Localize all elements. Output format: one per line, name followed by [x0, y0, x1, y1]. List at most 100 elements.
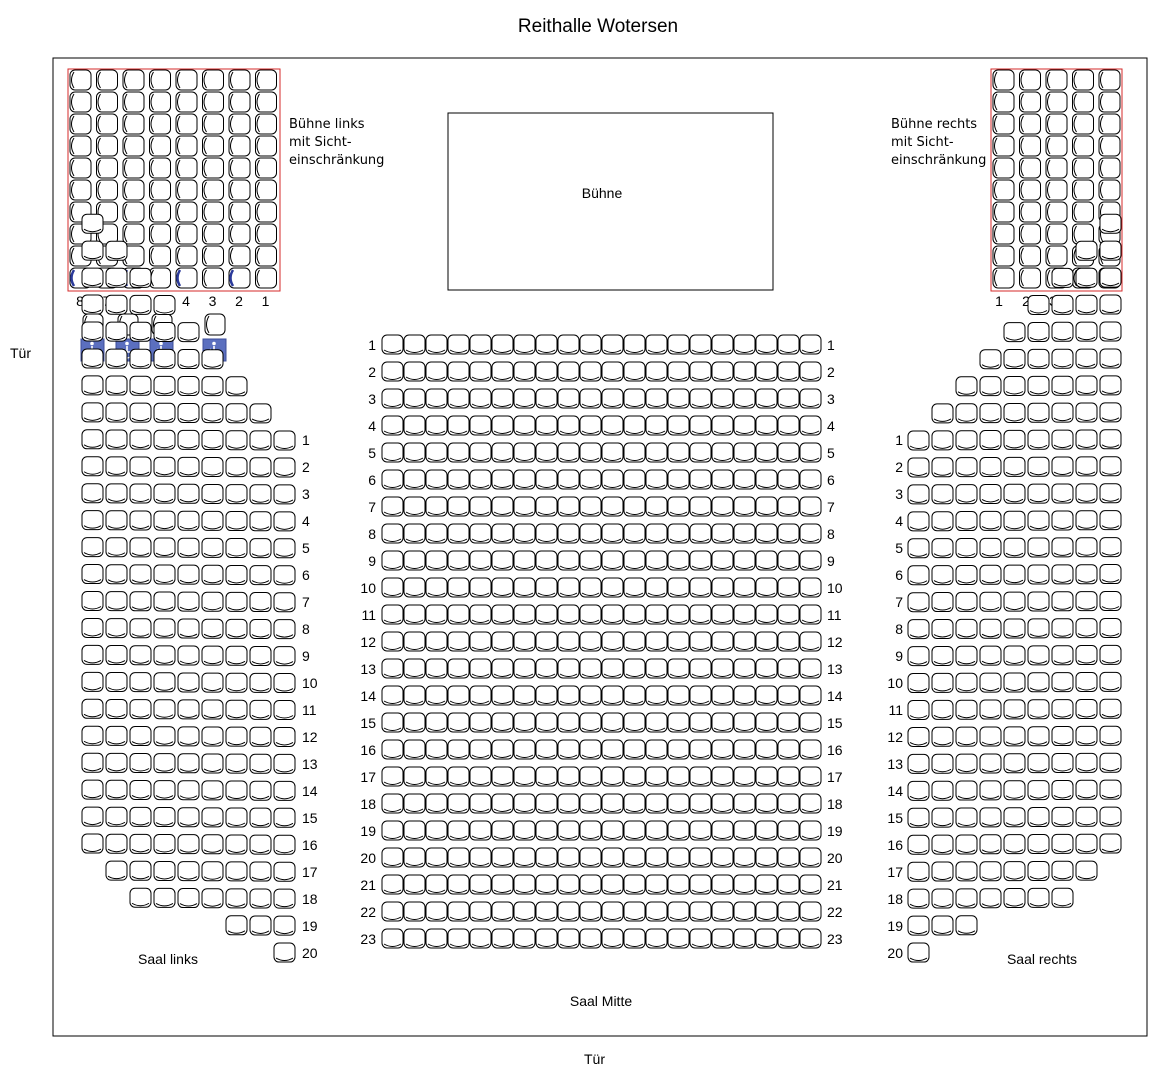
saal-links-seat[interactable] — [177, 429, 200, 450]
saal-links-seat[interactable] — [105, 725, 128, 746]
saal-mitte-seat[interactable] — [755, 469, 778, 490]
saal-rechts-seat[interactable] — [1003, 807, 1026, 828]
saal-links-seat[interactable] — [81, 698, 104, 719]
saal-mitte-seat[interactable] — [777, 415, 800, 436]
saal-mitte-seat[interactable] — [513, 388, 536, 409]
saal-rechts-seat[interactable] — [1099, 240, 1122, 261]
saal-rechts-seat[interactable] — [1051, 726, 1074, 747]
saal-rechts-seat[interactable] — [1099, 294, 1122, 315]
saal-links-seat[interactable] — [129, 429, 152, 450]
saal-rechts-seat[interactable] — [955, 672, 978, 693]
saal-rechts-seat[interactable] — [955, 915, 978, 936]
saal-links-seat[interactable] — [225, 538, 248, 558]
buehne-rechts-seat[interactable] — [1019, 69, 1041, 91]
saal-mitte-seat[interactable] — [667, 361, 690, 382]
saal-links-seat[interactable] — [129, 564, 152, 585]
saal-mitte-seat[interactable] — [623, 550, 646, 571]
saal-mitte-seat[interactable] — [381, 874, 404, 895]
saal-mitte-seat[interactable] — [645, 928, 668, 949]
saal-mitte-seat[interactable] — [491, 334, 514, 355]
saal-mitte-seat[interactable] — [491, 496, 514, 517]
saal-mitte-seat[interactable] — [601, 739, 624, 760]
buehne-links-seat[interactable] — [175, 223, 198, 245]
saal-links-seat[interactable] — [201, 564, 224, 585]
saal-rechts-seat[interactable] — [931, 888, 954, 909]
saal-mitte-seat[interactable] — [403, 658, 426, 679]
saal-rechts-seat[interactable] — [1075, 402, 1098, 423]
saal-links-seat[interactable] — [105, 779, 128, 800]
saal-mitte-seat[interactable] — [491, 847, 514, 868]
saal-mitte-seat[interactable] — [381, 928, 404, 949]
saal-links-seat[interactable] — [249, 430, 272, 451]
buehne-rechts-seat[interactable] — [1045, 201, 1068, 223]
saal-mitte-seat[interactable] — [557, 685, 580, 706]
buehne-rechts-seat[interactable] — [1098, 157, 1121, 179]
saal-mitte-seat[interactable] — [447, 523, 470, 544]
saal-mitte-seat[interactable] — [777, 442, 800, 463]
saal-links-seat[interactable] — [81, 321, 104, 342]
saal-mitte-seat[interactable] — [623, 874, 646, 895]
buehne-links-seat[interactable] — [69, 91, 92, 113]
buehne-links-seat[interactable] — [149, 201, 171, 223]
saal-links-seat[interactable] — [153, 564, 176, 585]
saal-links-seat[interactable] — [105, 591, 128, 612]
saal-links-seat[interactable] — [81, 510, 104, 531]
saal-mitte-seat[interactable] — [733, 874, 756, 895]
saal-rechts-seat[interactable] — [1099, 591, 1122, 611]
saal-mitte-seat[interactable] — [777, 496, 800, 517]
saal-rechts-seat[interactable] — [1051, 375, 1074, 396]
saal-mitte-seat[interactable] — [535, 496, 558, 517]
saal-mitte-seat[interactable] — [469, 550, 492, 571]
saal-links-seat[interactable] — [105, 698, 128, 719]
saal-mitte-seat[interactable] — [447, 685, 470, 706]
buehne-links-seat[interactable] — [96, 113, 118, 135]
saal-links-seat[interactable] — [105, 645, 128, 666]
saal-mitte-seat[interactable] — [755, 415, 778, 436]
saal-rechts-seat[interactable] — [907, 565, 930, 586]
saal-mitte-seat[interactable] — [447, 604, 470, 625]
buehne-links-seat[interactable] — [149, 223, 171, 245]
saal-mitte-seat[interactable] — [491, 631, 514, 652]
saal-mitte-seat[interactable] — [469, 685, 492, 706]
saal-links-seat[interactable] — [153, 321, 176, 342]
saal-rechts-seat[interactable] — [1051, 887, 1074, 908]
buehne-links-seat[interactable] — [202, 69, 224, 91]
saal-rechts-seat[interactable] — [1075, 645, 1098, 666]
saal-mitte-seat[interactable] — [623, 523, 646, 544]
saal-rechts-seat[interactable] — [979, 403, 1002, 424]
saal-rechts-seat[interactable] — [955, 807, 978, 828]
saal-links-seat[interactable] — [129, 887, 152, 908]
buehne-rechts-seat[interactable] — [992, 201, 1015, 223]
saal-rechts-seat[interactable] — [1003, 888, 1026, 909]
saal-mitte-seat[interactable] — [491, 388, 514, 409]
saal-rechts-seat[interactable] — [979, 537, 1002, 558]
saal-mitte-seat[interactable] — [799, 847, 822, 868]
saal-mitte-seat[interactable] — [601, 496, 624, 517]
saal-mitte-seat[interactable] — [711, 685, 734, 706]
saal-mitte-seat[interactable] — [535, 577, 558, 598]
saal-mitte-seat[interactable] — [535, 361, 558, 382]
saal-mitte-seat[interactable] — [755, 901, 778, 922]
saal-mitte-seat[interactable] — [557, 334, 580, 355]
buehne-links-seat[interactable] — [122, 135, 145, 157]
saal-mitte-seat[interactable] — [777, 901, 800, 922]
saal-rechts-seat[interactable] — [979, 672, 1002, 693]
saal-mitte-seat[interactable] — [711, 793, 734, 814]
saal-rechts-seat[interactable] — [1051, 537, 1074, 558]
saal-mitte-seat[interactable] — [777, 577, 800, 598]
saal-rechts-seat[interactable] — [1099, 267, 1122, 288]
saal-links-seat[interactable] — [177, 322, 200, 343]
saal-mitte-seat[interactable] — [513, 550, 536, 571]
saal-mitte-seat[interactable] — [667, 415, 690, 436]
saal-mitte-seat[interactable] — [667, 334, 690, 355]
saal-links-seat[interactable] — [105, 618, 128, 639]
saal-mitte-seat[interactable] — [777, 820, 800, 841]
saal-links-seat[interactable] — [153, 402, 176, 423]
saal-rechts-seat[interactable] — [1051, 618, 1074, 639]
buehne-links-seat[interactable] — [202, 113, 224, 135]
buehne-links-seat[interactable] — [228, 135, 251, 157]
saal-rechts-seat[interactable] — [955, 861, 978, 882]
saal-rechts-seat[interactable] — [979, 430, 1002, 451]
saal-links-seat[interactable] — [225, 376, 248, 397]
saal-mitte-seat[interactable] — [733, 523, 756, 544]
